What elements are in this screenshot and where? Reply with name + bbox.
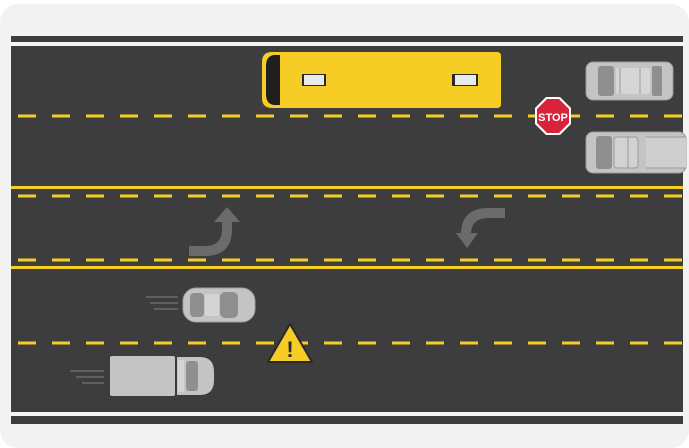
top-edge-line <box>11 42 683 46</box>
suv-icon <box>585 61 674 101</box>
pickup-truck-icon <box>585 131 687 174</box>
stop-sign-label: STOP <box>538 112 568 124</box>
solid-yellow-line-2 <box>11 266 683 269</box>
solid-yellow-line-1 <box>11 186 683 189</box>
turn-right-arrow-icon <box>189 207 240 256</box>
sedan-icon <box>146 287 256 323</box>
warning-symbol: ! <box>286 337 293 362</box>
box-truck-icon <box>70 356 214 396</box>
warning-triangle-icon: ! <box>267 323 313 363</box>
stop-sign-icon: STOP <box>535 97 571 135</box>
school-bus-icon <box>262 52 501 108</box>
bottom-edge-line <box>11 412 683 416</box>
turn-left-arrow-icon <box>456 208 505 248</box>
